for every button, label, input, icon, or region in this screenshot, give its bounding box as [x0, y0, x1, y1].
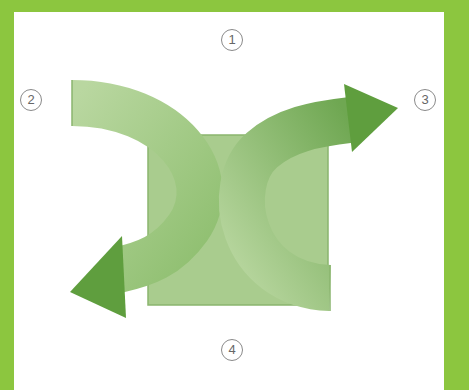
callout-number: 1 [221, 29, 243, 51]
callout-number: 4 [221, 339, 243, 361]
callout-number: 3 [414, 89, 436, 111]
callout-number: 2 [20, 89, 42, 111]
